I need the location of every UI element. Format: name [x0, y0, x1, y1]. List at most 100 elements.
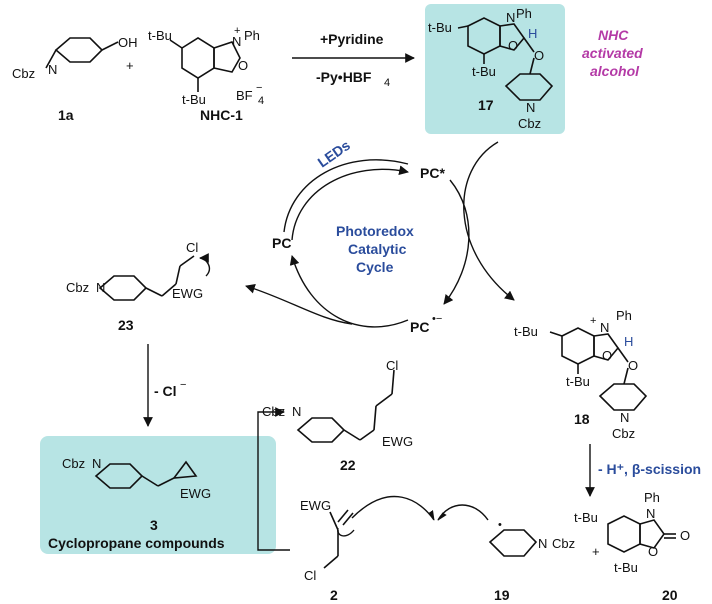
- compound-label-17: 17: [478, 97, 494, 113]
- compound-label-2: 2: [330, 587, 338, 603]
- o-label: O: [602, 348, 612, 363]
- n-plus-label: N: [232, 34, 241, 49]
- cl-label: Cl: [186, 240, 198, 255]
- o-label: O: [238, 58, 248, 73]
- tbu-label: t-Bu: [566, 374, 590, 389]
- svg-text:+: +: [234, 25, 240, 37]
- n-label: N: [526, 100, 535, 115]
- cycle-title-1: Photoredox: [336, 223, 414, 239]
- molecule-23: Cbz N Cl EWG 23: [66, 240, 210, 333]
- ph-label: Ph: [516, 6, 532, 21]
- svg-text:4: 4: [384, 77, 390, 89]
- oh-label: OH: [118, 35, 138, 50]
- ewg-label: EWG: [382, 434, 413, 449]
- compound-label-22: 22: [340, 457, 356, 473]
- n-label: N: [600, 320, 609, 335]
- arrow-radical-1: [351, 495, 435, 521]
- o-label: O: [508, 38, 518, 53]
- cbz-label: Cbz: [552, 536, 575, 551]
- molecule-3: Cbz N EWG 3 Cyclopropane compounds: [48, 456, 225, 551]
- ewg-label: EWG: [300, 498, 331, 513]
- arrow-cycle-to-23: [245, 284, 353, 325]
- o-label: O: [628, 358, 638, 373]
- cycle-title-2: Catalytic: [348, 241, 407, 257]
- ewg-label: EWG: [172, 286, 203, 301]
- svg-text:−: −: [180, 379, 186, 391]
- annotation-activated: activated: [582, 45, 643, 61]
- svg-text:•−: •−: [432, 313, 442, 325]
- tbu-label: t-Bu: [574, 510, 598, 525]
- svg-text:+: +: [590, 315, 596, 327]
- cbz-label: Cbz: [12, 66, 35, 81]
- svg-text:4: 4: [258, 95, 264, 107]
- molecule-nhc1: t-Bu t-Bu N + Ph O BF 4 − NHC-1: [148, 25, 264, 123]
- molecule-1a: OH Cbz N 1a: [12, 35, 138, 123]
- compound-label-20: 20: [662, 587, 678, 603]
- cycle-arrow-pcstar-to-pcrad: [443, 179, 470, 305]
- compound-label-1a: 1a: [58, 107, 74, 123]
- cycle-arrow-pcrad-to-pc: [289, 255, 409, 328]
- highlight-box-3: [40, 436, 276, 554]
- compound-label-nhc1: NHC-1: [200, 107, 243, 123]
- ph-label: Ph: [244, 28, 260, 43]
- molecule-17: t-Bu t-Bu N Ph H O O N Cbz 17: [428, 6, 554, 131]
- plus-sign: +: [126, 58, 134, 73]
- svg-text:−: −: [256, 82, 262, 94]
- compound-label-18: 18: [574, 411, 590, 427]
- tbu-label: t-Bu: [182, 92, 206, 107]
- molecule-19: • N Cbz 19: [488, 519, 575, 603]
- n-label: N: [96, 280, 105, 295]
- tbu-label: t-Bu: [148, 28, 172, 43]
- pc-radical-label: PC: [410, 319, 429, 335]
- highlight-box-17: [425, 4, 565, 134]
- molecule-20: t-Bu t-Bu N Ph O O 20: [574, 490, 690, 603]
- tbu-label: t-Bu: [472, 64, 496, 79]
- cl-label: Cl: [386, 358, 398, 373]
- n-label: N: [506, 10, 515, 25]
- arrow-17-to-18: [463, 141, 515, 301]
- ph-label: Ph: [644, 490, 660, 505]
- n-label: N: [292, 404, 301, 419]
- compound-label-3: 3: [150, 517, 158, 533]
- reagent-pyhbf4: -Py•HBF: [316, 69, 372, 85]
- arrow-radical-2: [437, 504, 489, 521]
- cycle-arrow-pc-to-pcstar: [291, 165, 409, 241]
- tbu-label: t-Bu: [428, 20, 452, 35]
- arrow-addition-to-22: [257, 407, 290, 551]
- leds-arc: [283, 159, 409, 233]
- svg-text:•: •: [498, 519, 502, 531]
- h-label: H: [624, 334, 633, 349]
- cl-label: Cl: [304, 568, 316, 583]
- tbu-label: t-Bu: [614, 560, 638, 575]
- o-label: O: [680, 528, 690, 543]
- o-label: O: [534, 48, 544, 63]
- o-label: O: [648, 544, 658, 559]
- molecule-22: Cbz N Cl EWG 22: [262, 358, 413, 473]
- tbu-label: t-Bu: [514, 324, 538, 339]
- ewg-label: EWG: [180, 486, 211, 501]
- annotation-nhc: NHC: [598, 27, 629, 43]
- n-label: N: [620, 410, 629, 425]
- bf4-label: BF: [236, 88, 253, 103]
- molecule-18: t-Bu t-Bu N + Ph H O O N Cbz 18: [514, 308, 648, 441]
- pc-label: PC: [272, 235, 291, 251]
- scission-label: - H⁺, β-scission: [598, 461, 701, 477]
- h-label: H: [528, 26, 537, 41]
- molecule-2: EWG Cl 2: [300, 498, 355, 603]
- compound-label-23: 23: [118, 317, 134, 333]
- plus-sign: +: [592, 544, 600, 559]
- cbz-label: Cbz: [518, 116, 541, 131]
- cycle-title-3: Cycle: [356, 259, 394, 275]
- pc-star-label: PC*: [420, 165, 445, 181]
- cbz-label: Cbz: [66, 280, 89, 295]
- cbz-label: Cbz: [612, 426, 635, 441]
- n-label: N: [48, 62, 57, 77]
- compound-label-19: 19: [494, 587, 510, 603]
- n-label: N: [646, 506, 655, 521]
- reagent-pyridine: +Pyridine: [320, 31, 384, 47]
- annotation-alcohol: alcohol: [590, 63, 640, 79]
- cyclopropane-label: Cyclopropane compounds: [48, 535, 225, 551]
- leds-label: LEDs: [315, 137, 354, 171]
